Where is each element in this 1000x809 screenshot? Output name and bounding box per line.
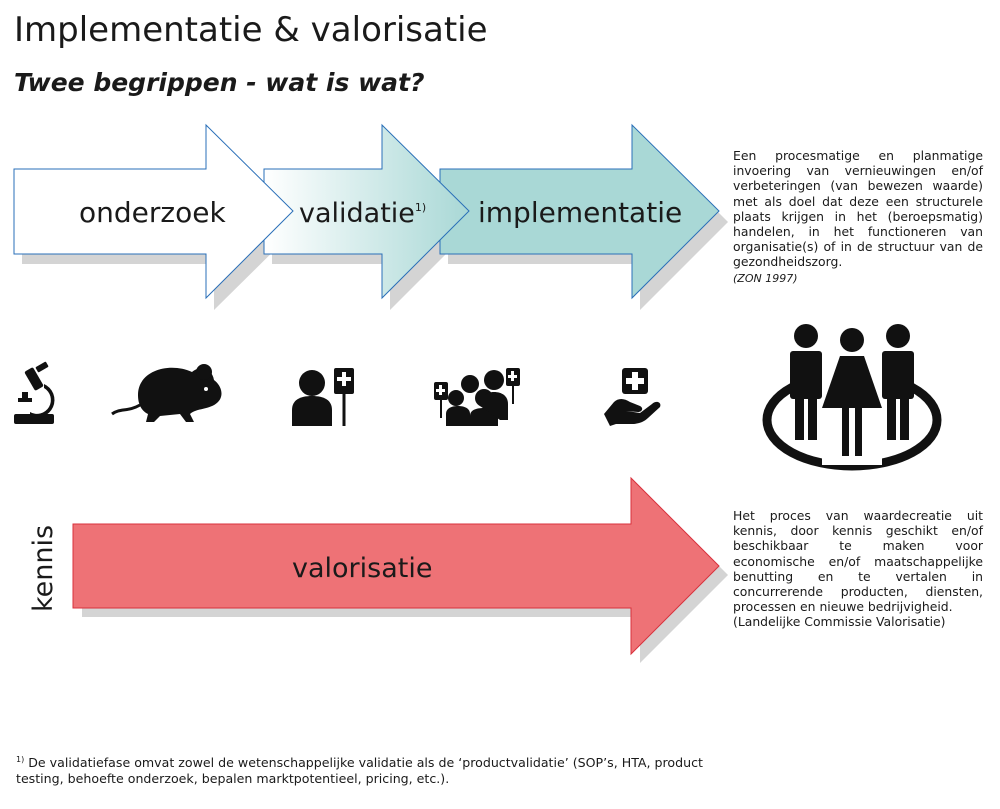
valorisatie-definition-source: (Landelijke Commissie Valorisatie) [733,614,946,630]
valorisatie-definition-text: Het proces van waardecreatie uit kennis,… [733,508,983,615]
people-community-icon [762,324,942,471]
valorisatie-definition: Het proces van waardecreatie uit kennis,… [733,508,983,630]
implementatie-definition-text: Een procesmatige en planmatige invoering… [733,148,983,270]
group-iv-icon [434,368,520,426]
implementatie-label: implementatie [478,196,682,229]
page-title: Implementatie & valorisatie [14,10,488,50]
onderzoek-arrow [13,123,294,300]
footnote: 1) De validatiefase omvat zowel de weten… [16,752,716,787]
footnote-marker: 1) [16,755,25,764]
implementatie-definition-source: (ZON 1997) [733,271,798,285]
valorisatie-arrow [72,476,720,656]
kennis-label: kennis [28,525,59,612]
hand-medical-icon [604,368,661,426]
onderzoek-label: onderzoek [79,196,226,229]
validatie-arrow [263,123,470,300]
validatie-label: validatie1) [299,198,426,229]
implementatie-definition: Een procesmatige en planmatige invoering… [733,148,983,286]
mouse-icon [111,364,222,422]
page-subtitle: Twee begrippen - wat is wat? [14,68,425,97]
valorisatie-label: valorisatie [292,553,432,584]
validatie-footnote-marker: 1) [415,201,426,214]
implementatie-arrow [439,123,720,300]
microscope-icon [14,361,55,424]
patient-iv-icon [292,368,354,426]
footnote-text: De validatiefase omvat zowel de wetensch… [16,755,703,787]
